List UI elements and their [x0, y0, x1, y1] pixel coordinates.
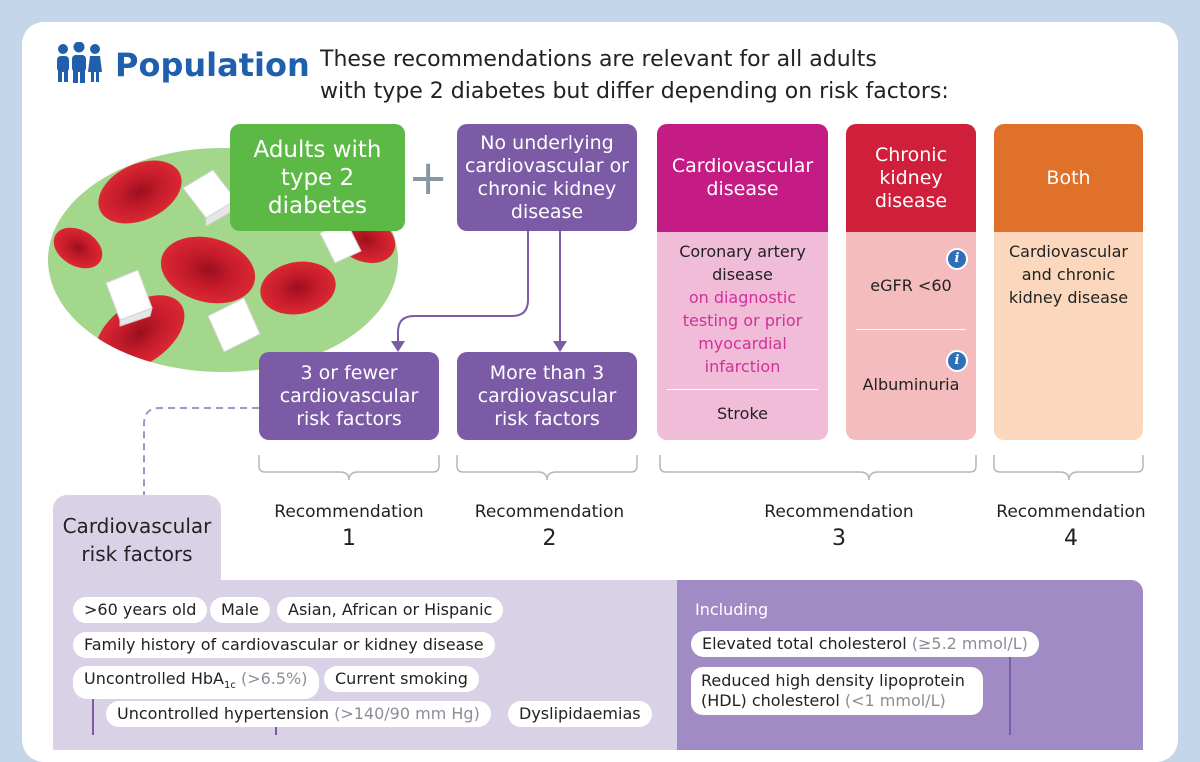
divider — [856, 329, 966, 330]
info-icon[interactable]: i — [946, 248, 968, 270]
hdl-cholesterol-label: Reduced high density lipoprotein (HDL) c… — [701, 671, 965, 710]
total-cholesterol-label: Elevated total cholesterol — [702, 634, 907, 653]
recommendation-label: Recommendation — [274, 502, 424, 522]
hdl-cholesterol-pill: Reduced high density lipoprotein (HDL) c… — [691, 667, 983, 715]
intro-line-2: with type 2 diabetes but differ dependin… — [320, 79, 949, 104]
divider — [667, 389, 818, 390]
family-history-pill: Family history of cardiovascular or kidn… — [73, 632, 495, 658]
chronic-kidney-disease-head: Chronic kidney disease — [846, 124, 976, 232]
diagnostic-testing-text: on diagnostic testing or prior myocardia… — [682, 288, 803, 376]
ethnicity-pill: Asian, African or Hispanic — [277, 597, 504, 623]
three-or-fewer-box: 3 or fewer cardiovascular risk factors — [259, 352, 439, 440]
egfr-text: eGFR <60 — [870, 276, 952, 295]
including-panel — [677, 580, 1143, 750]
hypertension-pill: Uncontrolled hypertension (>140/90 mm Hg… — [106, 701, 491, 727]
recommendation-label: Recommendation — [996, 502, 1146, 522]
recommendation-3: Recommendation 3 — [750, 502, 928, 551]
both-head: Both — [994, 124, 1143, 232]
smoking-pill: Current smoking — [324, 666, 479, 692]
plus-icon: + — [408, 150, 449, 206]
risk-factors-title: Cardiovascular risk factors — [62, 514, 212, 566]
population-title: Population — [115, 46, 310, 84]
albuminuria-text: Albuminuria — [862, 375, 960, 394]
hba1c-pill: Uncontrolled HbA1c (>6.5%) — [73, 666, 319, 700]
more-than-three-box: More than 3 cardiovascular risk factors — [457, 352, 637, 440]
no-underlying-disease-box: No underlying cardiovascular or chronic … — [457, 124, 637, 231]
recommendation-number: 4 — [1064, 526, 1078, 551]
recommendation-number: 3 — [832, 526, 846, 551]
risk-factors-tab — [53, 495, 221, 595]
hdl-cholesterol-threshold: (<1 mmol/L) — [844, 691, 946, 710]
age-pill: >60 years old — [73, 597, 208, 623]
hba1c-label: Uncontrolled HbA — [84, 669, 224, 688]
recommendation-label: Recommendation — [764, 502, 914, 522]
recommendation-4: Recommendation 4 — [990, 502, 1152, 551]
hba1c-subscript: 1c — [223, 680, 236, 692]
recommendation-label: Recommendation — [474, 502, 625, 522]
cardiovascular-disease-column: Cardiovascular disease Coronary artery d… — [657, 124, 828, 440]
recommendation-2: Recommendation 2 — [457, 502, 642, 551]
people-icon — [57, 42, 102, 83]
cardio-and-kidney-text: Cardiovascular and chronic kidney diseas… — [1008, 242, 1129, 307]
info-icon[interactable]: i — [946, 350, 968, 372]
coronary-artery-disease-text: Coronary artery disease — [679, 242, 806, 284]
risk-factor-lines — [92, 655, 1011, 735]
chronic-kidney-disease-column: Chronic kidney disease eGFR <60 Albuminu… — [846, 124, 976, 440]
stroke-text: Stroke — [717, 404, 768, 423]
connectors — [143, 231, 1144, 495]
recommendation-number: 2 — [542, 526, 557, 551]
adults-type2-box: Adults with type 2 diabetes — [230, 124, 405, 231]
intro-text: These recommendations are relevant for a… — [320, 44, 960, 108]
both-column: Both Cardiovascular and chronic kidney d… — [994, 124, 1143, 440]
including-label: Including — [695, 600, 769, 619]
recommendation-number: 1 — [342, 526, 356, 551]
hba1c-threshold: (>6.5%) — [240, 669, 308, 688]
total-cholesterol-threshold: (≥5.2 mmol/L) — [911, 634, 1028, 653]
hypertension-threshold: (>140/90 mm Hg) — [334, 704, 480, 723]
dyslipidaemias-pill: Dyslipidaemias — [508, 701, 652, 727]
recommendation-1: Recommendation 1 — [259, 502, 439, 551]
cardiovascular-disease-head: Cardiovascular disease — [657, 124, 828, 232]
hypertension-label: Uncontrolled hypertension — [117, 704, 329, 723]
total-cholesterol-pill: Elevated total cholesterol (≥5.2 mmol/L) — [691, 631, 1039, 657]
male-pill: Male — [210, 597, 270, 623]
intro-line-1: These recommendations are relevant for a… — [320, 47, 877, 72]
